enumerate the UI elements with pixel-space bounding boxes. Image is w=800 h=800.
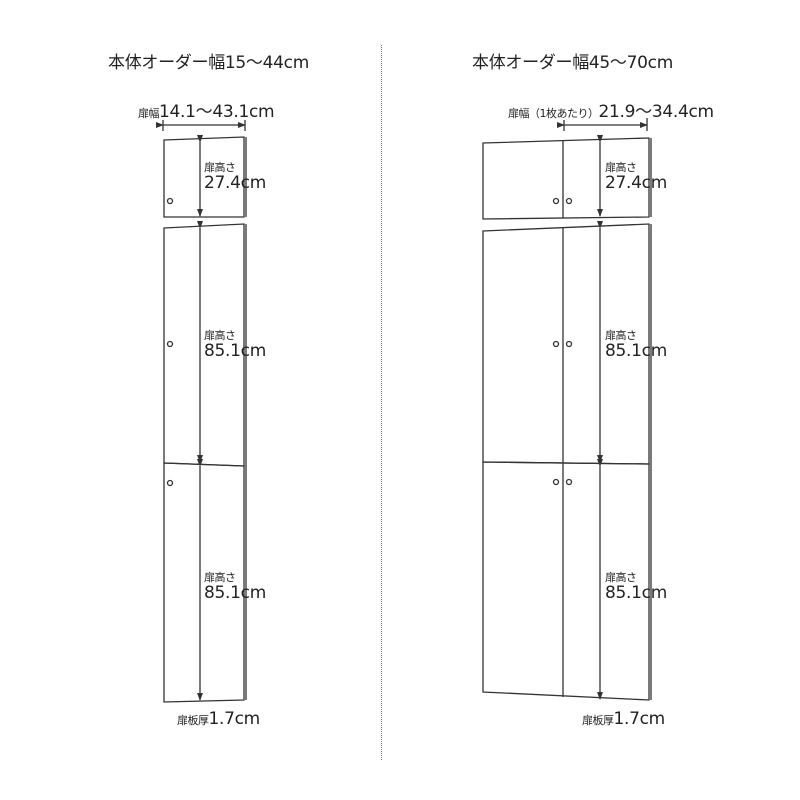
height-label: 扉高さ <box>605 161 637 174</box>
left-top-door <box>163 136 245 218</box>
height-value: 85.1cm <box>605 583 667 604</box>
door-width-value: 21.9〜34.4cm <box>598 102 715 122</box>
thickness-value: 1.7cm <box>613 709 666 729</box>
height-value: 27.4cm <box>204 173 266 194</box>
section-divider <box>381 45 382 760</box>
door-width-value: 14.1〜43.1cm <box>159 102 275 122</box>
thickness-label: 扉板厚 <box>582 714 614 727</box>
height-value: 85.1cm <box>204 341 266 362</box>
left-panel-1-height: 扉高さ 27.4cm <box>204 161 266 194</box>
left-thickness: 扉板厚1.7cm <box>177 709 260 729</box>
right-title: 本体オーダー幅45〜70cm <box>472 53 673 73</box>
height-value: 85.1cm <box>204 583 266 604</box>
door-width-label: 扉幅（1枚あたり） <box>508 107 599 120</box>
right-panel-2-height: 扉高さ 85.1cm <box>605 329 667 362</box>
right-thickness: 扉板厚1.7cm <box>582 709 665 729</box>
height-label: 扉高さ <box>605 329 637 342</box>
height-value: 85.1cm <box>605 341 667 362</box>
left-panel-3-height: 扉高さ 85.1cm <box>204 571 266 604</box>
thickness-value: 1.7cm <box>208 709 261 729</box>
height-label: 扉高さ <box>204 329 236 342</box>
height-label: 扉高さ <box>204 161 236 174</box>
left-door-width: 扉幅14.1〜43.1cm <box>138 97 275 122</box>
thickness-label: 扉板厚 <box>177 714 209 727</box>
left-title: 本体オーダー幅15〜44cm <box>108 53 309 73</box>
height-label: 扉高さ <box>204 571 236 584</box>
right-panel-3-height: 扉高さ 85.1cm <box>605 571 667 604</box>
right-door-width: 扉幅（1枚あたり）21.9〜34.4cm <box>508 97 714 122</box>
height-value: 27.4cm <box>605 173 667 194</box>
door-width-label: 扉幅 <box>138 107 160 120</box>
left-panel-2-height: 扉高さ 85.1cm <box>204 329 266 362</box>
right-panel-1-height: 扉高さ 27.4cm <box>605 161 667 194</box>
height-label: 扉高さ <box>605 571 637 584</box>
